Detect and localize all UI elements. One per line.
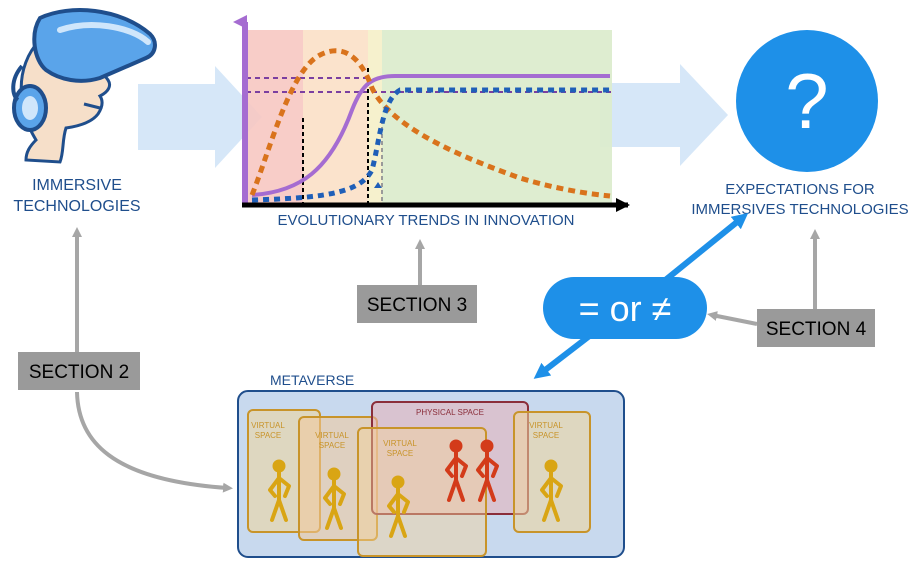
virtual-space-4-line1: VIRTUAL [529,421,563,430]
virtual-space-1-line1: VIRTUAL [251,421,285,430]
section2-label: SECTION 2 [29,362,129,383]
expectations-label-line2: IMMERSIVES TECHNOLOGIES [691,201,908,218]
vr-headset-person-icon [11,8,157,164]
hype-curve-orange [249,48,611,199]
section4-box [757,309,875,347]
section3-box [357,285,477,323]
virtual-space-2-line2: SPACE [319,441,346,450]
flow-arrow-right [600,64,728,166]
comparison-label: = or ≠ [579,288,672,329]
phase-band-orange [303,30,368,205]
section4-label: SECTION 4 [766,319,867,340]
virtual-space-4-line2: SPACE [533,431,560,440]
virtual-space-3-line1: VIRTUAL [383,439,417,448]
metaverse-title: METAVERSE [270,372,354,388]
comparison-to-metaverse-arrow [533,331,594,379]
virtual-space-3-line2: SPACE [387,449,414,458]
comparison-to-expectations-arrow [656,212,749,289]
virtual-space-2-line1: VIRTUAL [315,431,349,440]
flow-arrow-left [138,66,262,168]
expectations-label-line1: EXPECTATIONS FOR [725,181,875,198]
immersive-label-line2: TECHNOLOGIES [13,198,140,215]
question-mark-icon [736,30,878,172]
immersive-label-line1: IMMERSIVE [32,177,122,194]
section2-to-metaverse-arrow [75,391,233,493]
trends-label: EVOLUTIONARY TRENDS IN INNOVATION [278,212,575,229]
physical-space-label: PHYSICAL SPACE [416,408,484,417]
innovation-trend-chart [233,15,630,212]
question-mark-symbol: ? [785,57,828,145]
phase-band-red [245,30,303,205]
growth-curve-blue-tip [374,182,382,188]
section4-to-comparison-arrow [707,311,758,326]
section2-box [18,352,140,390]
virtual-space-1-line2: SPACE [255,431,282,440]
virtual-space-panel-3 [357,427,487,557]
phase-band-green [382,30,612,205]
phase-band-yellow [368,30,382,205]
section3-label: SECTION 3 [367,295,467,316]
comparison-bubble [543,277,707,339]
metaverse-scene: VIRTUAL SPACE VIRTUAL SPACE PHYSICAL SPA… [247,401,591,557]
adoption-curve-purple [251,74,610,197]
